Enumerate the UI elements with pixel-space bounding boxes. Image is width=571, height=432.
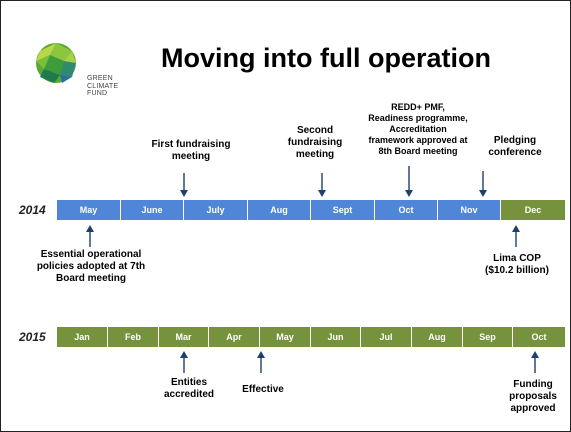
month-2014-aug: Aug xyxy=(248,200,311,220)
month-2014-nov: Nov xyxy=(438,200,501,220)
month-2015-aug: Aug xyxy=(412,327,463,347)
arrow-second-fundraising xyxy=(317,173,327,197)
arrow-funding-proposals xyxy=(530,351,540,373)
year-2014-label: 2014 xyxy=(19,203,46,217)
month-2015-may: May xyxy=(260,327,311,347)
note-redd-readiness: REDD+ PMF, Readiness programme, Accredit… xyxy=(368,102,468,157)
month-2015-jun: Jun xyxy=(311,327,361,347)
note-second-fundraising: Second fundraising meeting xyxy=(281,125,349,161)
month-2015-jan: Jan xyxy=(57,327,108,347)
note-pledging-conference: Pledging conference xyxy=(480,135,550,159)
month-2015-sep: Sep xyxy=(463,327,513,347)
month-2015-oct: Oct xyxy=(513,327,565,347)
slide-title: Moving into full operation xyxy=(161,43,491,73)
month-2014-july: July xyxy=(184,200,248,220)
month-2014-may: May xyxy=(57,200,121,220)
note-first-fundraising: First fundraising meeting xyxy=(149,139,233,163)
timeline-2015-bar: Jan Feb Mar Apr May Jun Jul Aug Sep Oct xyxy=(57,327,565,347)
timeline-2014-bar: May June July Aug Sept Oct Nov Dec xyxy=(57,200,565,220)
month-2015-jul: Jul xyxy=(361,327,412,347)
arrow-redd-readiness xyxy=(404,166,414,197)
arrow-lima-cop xyxy=(511,225,521,247)
month-2014-dec: Dec xyxy=(501,200,565,220)
arrow-entities-accredited xyxy=(179,351,189,373)
month-2014-sept: Sept xyxy=(311,200,375,220)
month-2014-june: June xyxy=(121,200,184,220)
arrow-effective xyxy=(256,351,266,373)
globe-hex-icon xyxy=(36,43,76,83)
arrow-pledging-conference xyxy=(478,171,488,197)
arrow-essential-policies xyxy=(85,225,95,247)
year-2015-label: 2015 xyxy=(19,330,46,344)
month-2015-mar: Mar xyxy=(159,327,209,347)
note-funding-proposals: Funding proposals approved xyxy=(497,379,569,415)
month-2015-feb: Feb xyxy=(108,327,159,347)
month-2014-oct: Oct xyxy=(375,200,438,220)
note-essential-policies: Essential operational policies adopted a… xyxy=(28,249,154,285)
arrow-first-fundraising xyxy=(179,173,189,197)
note-entities-accredited: Entities accredited xyxy=(159,377,219,401)
note-effective: Effective xyxy=(234,384,292,396)
note-lima-cop: Lima COP ($10.2 billion) xyxy=(475,253,559,277)
logo-text: GREEN CLIMATE FUND xyxy=(87,75,119,97)
month-2015-apr: Apr xyxy=(209,327,260,347)
green-climate-fund-logo: GREEN CLIMATE FUND xyxy=(34,39,120,107)
